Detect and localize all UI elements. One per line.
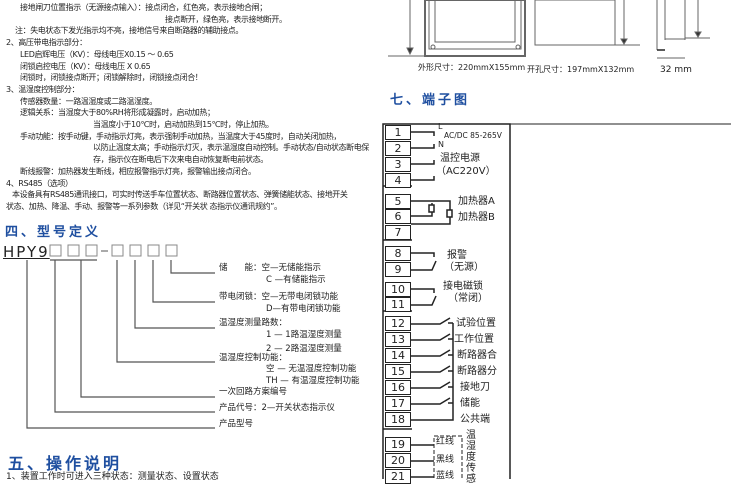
terminal-13: 13 [385,332,411,347]
terminal-label-temp_power: 温控电源 [440,153,480,164]
terminal-20: 20 [385,453,411,468]
terminal-label-storage: 储能 [460,398,480,409]
terminal-label-heaterA: 加热器A [458,196,495,207]
terminal-17: 17 [385,396,411,411]
model-prefix: HPY9 [3,243,50,261]
spec-line: 断线报警：加热器发生断线，相应报警指示灯亮，报警输出接点闭合。 [20,166,256,176]
terminal-12: 12 [385,316,411,331]
cutout-size: 开孔尺寸：197mmX132mm [527,65,635,74]
terminal-label-temp_power_v: （AC220V） [436,166,496,177]
spec-line: 状态、加热、降温、手动、报警等一系列参数（详见“开关状 态指示仪通讯规约”。 [6,201,282,211]
model-definition-item: 2 — 2路温湿度测量 [266,344,342,354]
terminal-label-heaterB: 加热器B [458,212,495,223]
spec-line: 接地闸刀位置指示（无源接点输入）：接点闭合，红色亮，表示接地合闸； [20,3,267,12]
terminal-18: 18 [385,412,411,427]
model-definition-item: 温湿度测量路数： [219,318,288,328]
terminal-label-cb_close: 断路器合 [457,350,497,361]
terminal-label-sensor: 温湿度传感 [466,430,476,485]
model-definition-item: C —有储能指示 [266,275,326,285]
model-definition-item: D—有带电闭锁功能 [266,304,341,314]
terminal-label-lock: 接电磁锁 [443,281,483,292]
terminal-label-common: 公共端 [460,414,490,425]
terminal-label-N: N [438,140,444,149]
spec-line: 2、高压带电指示部分： [6,38,87,48]
model-definition-item: 带电闭锁：空—无带电闭锁功能 [219,292,339,302]
model-definition-item: TH — 有温湿度控制功能 [266,376,360,386]
model-definition-item: 产品型号 [219,419,254,429]
model-definition-item: 温湿度控制功能： [219,353,288,363]
model-definition-item: 一次回路方案编号 [219,387,288,397]
spec-line: 本设备具有RS485通讯接口，可实时传送手车位置状态、断路器位置状态、弹簧储能状… [12,190,348,200]
terminal-6: 6 [385,209,411,224]
spec-line: 以防止温度太高；手动指示灯灭，表示温湿度自动控制。手动状态/自动状态断电保 [93,143,369,153]
terminal-label-work_pos: 工作位置 [454,334,494,345]
terminal-label-test_pos: 试验位置 [456,318,496,329]
spec-line: 手动功能：按手动键，手动指示灯亮，表示强制手动加热，当温度大于45度时，自动关闭… [20,131,341,141]
terminal-label-black: 黑线 [436,455,455,465]
terminal-15: 15 [385,364,411,379]
model-definition-item: 空 — 无温湿度控制功能 [266,364,357,374]
terminal-9: 9 [385,262,411,277]
terminal-label-blue: 蓝线 [436,471,455,481]
terminal-11: 11 [385,297,411,312]
spec-line: 3、温湿度控制部分： [6,84,80,94]
spec-line: 接点断开，绿色亮，表示接地断开。 [165,14,287,24]
terminal-4: 4 [385,173,411,188]
terminal-10: 10 [385,282,411,297]
spec-line: 4、RS485（选项） [6,178,73,188]
terminal-label-red: 红线 [436,437,455,447]
terminal-label-acdc: AC/DC 85-265V [444,131,502,140]
model-definition-item: 储 能：空—无储能指示 [219,263,322,273]
spec-line: 存，指示仪在断电后下次来电自动恢复断电前状态。 [93,155,268,165]
outer-size: 外形尺寸：220mmX155mm [418,63,526,72]
operation-heading: 五、操作说明 [8,454,123,473]
spec-line: 注：失电状态下发光指示均不亮，接地信号来自断路器的辅助接点。 [15,26,243,36]
depth-size: 32 mm [660,65,692,75]
spec-line: 当温度小于10℃时，启动加热到15℃时，停止加热。 [93,120,274,129]
terminal-1: 1 [385,125,411,140]
model-heading: 四、型号定义 [5,225,102,240]
terminal-8: 8 [385,246,411,261]
model-definition-item: 产品代号：2—开关状态指示仪 [219,403,335,413]
operation-line: 1、装置工作时可进入三种状态：测量状态、设置状态 [6,472,219,482]
terminal-5: 5 [385,194,411,209]
terminal-3: 3 [385,157,411,172]
terminal-16: 16 [385,380,411,395]
spec-line: 传感器数量：一路温湿度或二路温湿度。 [20,96,157,106]
spec-line: 闭锁时，闭锁接点断开；闭锁解除时，闭锁接点闭合！ [20,73,203,83]
terminal-label-alarm_sub: （无源） [444,262,484,273]
terminal-21: 21 [385,469,411,484]
terminal-label-cb_open: 断路器分 [457,366,497,377]
terminal-heading: 七、端子图 [390,93,471,108]
terminal-14: 14 [385,348,411,363]
terminal-19: 19 [385,437,411,452]
terminal-label-lock_sub: （常闭） [448,293,488,304]
spec-line: 逻辑关系：当湿度大于80%RH将形成凝露时，启动加热； [20,108,215,118]
terminal-label-L: L [438,122,443,131]
terminal-label-earth: 接地刀 [460,382,490,393]
spec-line: 闭锁启控电压（KV）：母线电压 X 0.65 [20,61,151,71]
spec-line: LED启辉电压（KV）：母线电压X0.15 ～ 0.65 [20,49,174,59]
terminal-2: 2 [385,141,411,156]
terminal-label-alarm: 报警 [447,250,467,261]
model-definition-item: 1 — 1路温湿度测量 [266,330,342,340]
terminal-7: 7 [385,225,411,240]
